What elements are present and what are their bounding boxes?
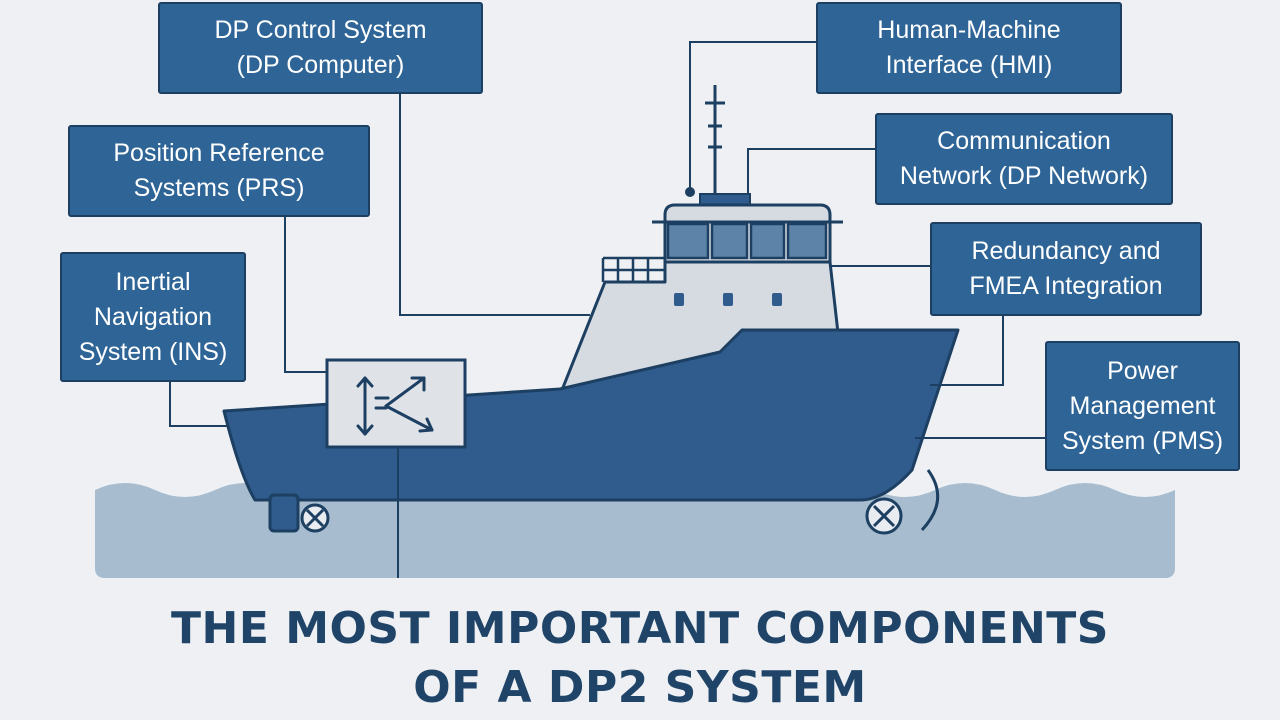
connector-lines xyxy=(169,41,1045,578)
label-line: Network (DP Network) xyxy=(899,162,1149,190)
label-redundancy-fmea: Redundancy and FMEA Integration xyxy=(930,222,1202,316)
label-inertial-navigation-system: Inertial Navigation System (INS) xyxy=(60,252,246,382)
dp-control-unit-icon xyxy=(356,376,434,436)
label-line: (DP Computer) xyxy=(236,51,405,79)
water xyxy=(95,483,1175,578)
label-line: Navigation xyxy=(93,302,213,331)
dp-control-unit xyxy=(325,358,467,449)
label-line: Redundancy and xyxy=(971,237,1161,265)
label-line: DP Control System xyxy=(214,16,427,44)
label-line: FMEA Integration xyxy=(969,272,1163,300)
label-line: Systems (PRS) xyxy=(133,174,305,202)
label-power-management-system: Power Management System (PMS) xyxy=(1045,341,1240,471)
mast xyxy=(705,85,725,196)
label-line: Position Reference xyxy=(113,139,325,167)
hull xyxy=(222,328,960,502)
portholes xyxy=(674,293,782,306)
label-line: Communication xyxy=(937,127,1111,155)
label-line: Human-Machine xyxy=(877,16,1061,44)
label-line: System (PMS) xyxy=(1061,426,1224,455)
label-dp-control-system: DP Control System (DP Computer) xyxy=(158,2,483,94)
page-title-line-1: THE MOST IMPORTANT COMPONENTS xyxy=(171,603,1109,654)
label-line: Inertial xyxy=(115,267,191,296)
label-line: Management xyxy=(1069,391,1216,420)
bridge-windows xyxy=(666,222,828,260)
railing xyxy=(601,256,665,282)
label-line: Power xyxy=(1107,356,1178,385)
label-position-reference-systems: Position Reference Systems (PRS) xyxy=(68,125,370,217)
aft-thruster xyxy=(268,493,330,533)
label-communication-network: Communication Network (DP Network) xyxy=(875,113,1173,205)
label-line: Interface (HMI) xyxy=(885,51,1053,79)
antenna-dot xyxy=(685,187,695,197)
fore-thruster xyxy=(865,469,940,535)
label-human-machine-interface: Human-Machine Interface (HMI) xyxy=(816,2,1122,94)
label-line: System (INS) xyxy=(78,337,228,366)
page-title-line-2: OF A DP2 SYSTEM xyxy=(413,662,867,713)
